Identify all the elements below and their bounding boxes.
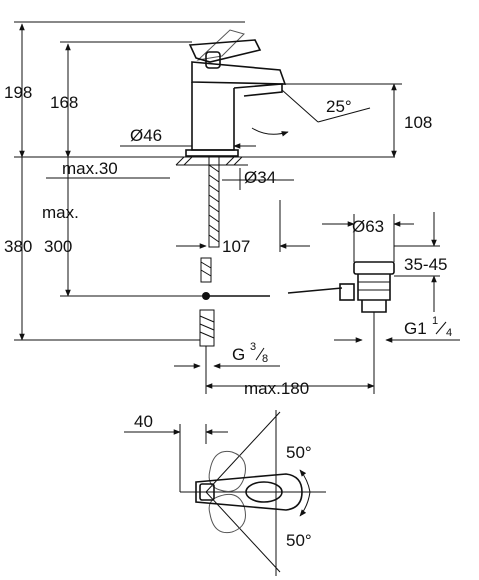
angle-25-leader [317,107,371,123]
waste-flange [353,261,395,275]
lever-top-opening [245,481,283,503]
arc-50-down [299,491,311,517]
top-view [180,410,326,576]
dim-50-lower-label: 50° [286,531,312,550]
dim-198-label: 198 [4,83,32,102]
dim-300-label: 300 [44,237,72,256]
dim-max180-label: max.180 [244,379,309,398]
waste-tail [361,300,387,313]
dim-380-label: 380 [4,237,32,256]
dim-63-label: Ø63 [352,217,384,236]
waste-side-nut [339,283,355,301]
dim-g38-label: G [232,345,245,364]
faucet-base [185,149,239,157]
dim-107-label: 107 [222,237,250,256]
dim-168-label: 168 [50,93,78,112]
swing-line-down [205,491,281,573]
waste-body [357,274,391,301]
angle-25-arc [251,127,289,137]
dim-34-label: Ø34 [244,168,276,187]
counter-hatch [175,156,248,166]
dim-g38-den: 8 [262,353,268,365]
dim-3545-label: 35-45 [404,255,447,274]
arc-50-up [299,469,311,493]
faucet-body [185,29,287,157]
dim-max-word: max. [42,203,79,222]
faucet-column [191,82,235,151]
lever [188,39,262,63]
dim-g1-label: G1 [404,319,427,338]
waste-thread [358,281,390,291]
angle-25-line [281,89,319,123]
swing-line-up [205,411,281,493]
lever-ghost-down [208,493,246,534]
lever-ghost-outline [196,29,245,61]
waste-assembly [339,261,395,313]
dim-46-label: Ø46 [130,126,162,145]
lever-top-knob [199,483,215,501]
dim-g38-num: 3 [250,341,256,353]
lever-top [195,473,303,511]
dim-max30-label: max.30 [62,159,118,178]
dim-50-upper-label: 50° [286,443,312,462]
lever-knob [205,51,221,69]
dim-25-label: 25° [326,97,352,116]
dim-g1-num: 1 [432,315,438,327]
faucet-spout [233,83,283,97]
hose-lower [200,257,212,283]
dim-40-label: 40 [134,412,153,431]
hose-connector [199,309,215,347]
popup-rod-right [287,287,343,294]
dim-g1-den: 4 [446,327,452,339]
dim-g38-slash [255,347,265,361]
dim-108-label: 108 [404,113,432,132]
supply-hoses [199,156,220,347]
dim-g1-slash [435,321,447,335]
